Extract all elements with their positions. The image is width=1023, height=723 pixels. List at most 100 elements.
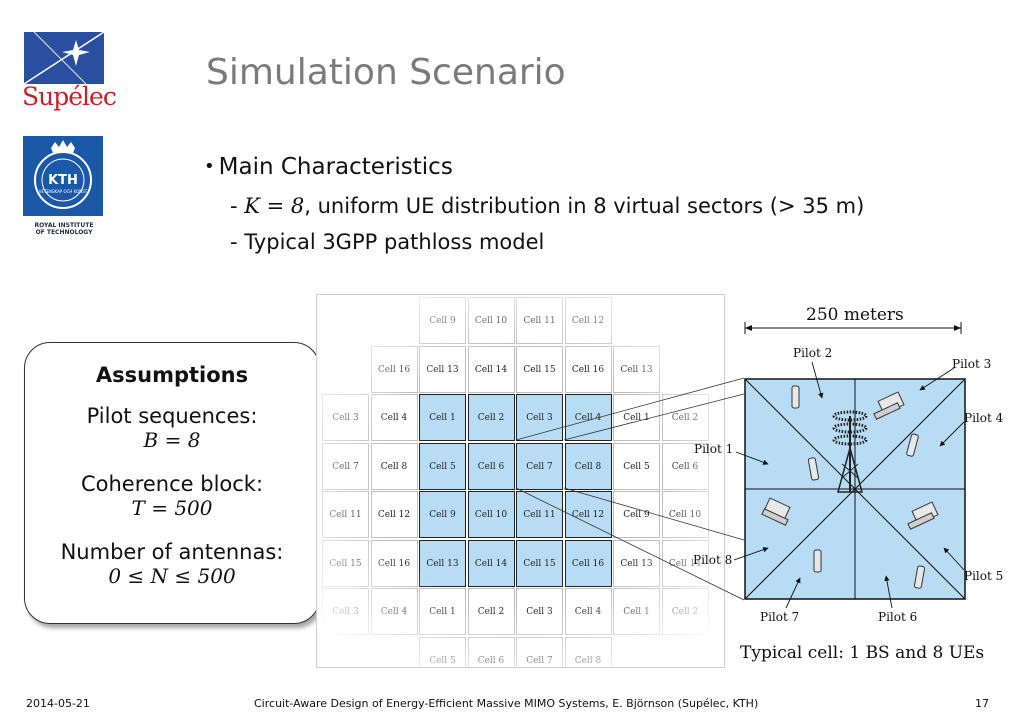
phone-icon: [807, 457, 820, 481]
grid-cell: Cell 7: [516, 636, 563, 667]
grid-cell: Cell 15: [516, 345, 563, 393]
phone-icon: [913, 565, 926, 589]
grid-cell: Cell 8: [564, 442, 612, 490]
supelec-wordmark: Supélec: [22, 82, 117, 111]
assumptions-title: Assumptions: [95, 363, 249, 387]
grid-cell: Cell 5: [419, 636, 466, 667]
grid-cell: Cell 4: [370, 394, 418, 441]
grid-cell: Cell 13: [419, 345, 466, 393]
pilot-4-label: Pilot 4: [964, 411, 1004, 425]
kth-logo: KTH VETENSKAP OCH KONST ROYAL INSTITUTE …: [22, 136, 106, 238]
grid-cell: Cell 2: [467, 588, 515, 635]
grid-cell: Cell 4: [564, 394, 612, 441]
grid-cell: Cell 13: [613, 539, 660, 587]
sub1-math: K = 8: [244, 194, 305, 218]
kth-emblem: KTH VETENSKAP OCH KONST: [23, 136, 103, 216]
grid-cell: Cell 3: [516, 394, 563, 441]
grid-cell: Cell 12: [370, 491, 418, 538]
kth-motto: VETENSKAP OCH KONST: [39, 189, 88, 194]
kth-caption: ROYAL INSTITUTE OF TECHNOLOGY: [22, 222, 106, 236]
grid-cell: Cell 7: [322, 442, 369, 490]
grid-cell: Cell 10: [467, 297, 515, 344]
grid-cell: Cell 9: [419, 297, 466, 344]
grid-cell: Cell 10: [467, 491, 515, 538]
pilot-1-label: Pilot 1: [694, 442, 734, 456]
grid-cell: Cell 11: [322, 491, 369, 538]
grid-cell: Cell 8: [564, 636, 612, 667]
sub1-prefix: -: [230, 194, 245, 218]
antennas-value: 0 ≤ N ≤ 500: [108, 564, 236, 588]
antennas-label: Number of antennas:: [60, 540, 284, 564]
footer-date: 2014-05-21: [26, 697, 90, 710]
grid-cell: Cell 15: [516, 539, 563, 587]
laptop-icon: [873, 391, 905, 420]
grid-cell: Cell 13: [613, 345, 660, 393]
supelec-star-emblem: [24, 32, 104, 84]
grid-cell: Cell 7: [516, 442, 563, 490]
grid-cell: Cell 6: [467, 442, 515, 490]
grid-cell: Cell 16: [370, 539, 418, 587]
grid-cell: Cell 5: [613, 442, 660, 490]
grid-cell: Cell 1: [613, 588, 660, 635]
figure-caption: Typical cell: 1 BS and 8 UEs: [740, 643, 985, 663]
grid-cell: Cell 3: [322, 588, 369, 635]
kth-caption-line1: ROYAL INSTITUTE: [34, 222, 94, 229]
grid-cell: Cell 16: [370, 345, 418, 393]
phone-icon: [906, 433, 919, 457]
pilot-5-label: Pilot 5: [964, 569, 1004, 583]
phone-icon: [813, 549, 822, 573]
bullet-main: •Main Characteristics: [204, 154, 453, 180]
coherence-value: T = 500: [131, 496, 213, 520]
laptop-icon: [761, 497, 791, 526]
grid-cell: Cell 3: [322, 394, 369, 441]
grid-cell: Cell 14: [467, 539, 515, 587]
grid-cell: Cell 1: [419, 394, 466, 441]
coherence-label: Coherence block:: [80, 472, 264, 496]
typical-cell-diagram: [744, 378, 966, 600]
base-station-icon: [832, 410, 868, 493]
grid-cell: Cell 9: [419, 491, 466, 538]
grid-cell: Cell 10: [661, 491, 709, 538]
bullet-dot: •: [204, 156, 215, 177]
grid-cell: Cell 9: [613, 491, 660, 538]
grid-cell: Cell 4: [564, 588, 612, 635]
laptop-icon: [907, 501, 939, 530]
grid-cell: Cell 1: [613, 394, 660, 441]
grid-cell: Cell 4: [370, 588, 418, 635]
sub1-rest: , uniform UE distribution in 8 virtual s…: [304, 194, 865, 218]
grid-cell: Cell 15: [322, 539, 369, 587]
grid-cell: Cell 12: [564, 297, 612, 344]
footer-title: Circuit-Aware Design of Energy-Efficient…: [254, 697, 759, 710]
grid-cell: Cell 16: [564, 539, 612, 587]
grid-cell: Cell 6: [467, 636, 515, 667]
slide-title: Simulation Scenario: [206, 52, 566, 93]
grid-cell: Cell 12: [564, 491, 612, 538]
grid-cell: Cell 16: [564, 345, 612, 393]
grid-cell: Cell 13: [419, 539, 466, 587]
kth-letters: KTH: [48, 173, 78, 188]
grid-cell: Cell 11: [516, 491, 563, 538]
scale-label: 250 meters: [806, 305, 904, 325]
grid-cell: Cell 5: [419, 442, 466, 490]
sub-bullet-users: - K = 8, uniform UE distribution in 8 vi…: [230, 194, 864, 218]
grid-cell: Cell 2: [467, 394, 515, 441]
pilot-label: Pilot sequences:: [86, 404, 258, 428]
pilot-6-label: Pilot 6: [878, 610, 918, 624]
phone-icon: [791, 385, 800, 409]
assumptions-box: Assumptions Pilot sequences: B = 8 Coher…: [24, 342, 320, 624]
sub-bullet-pathloss: - Typical 3GPP pathloss model: [230, 230, 545, 254]
bullet-text: Main Characteristics: [218, 154, 453, 180]
grid-cell: Cell 1: [419, 588, 466, 635]
page-number: 17: [975, 697, 989, 710]
grid-cell: Cell 2: [661, 394, 709, 441]
pilot-2-label: Pilot 2: [793, 346, 833, 360]
pilot-8-label: Pilot 8: [693, 553, 733, 567]
pilot-3-label: Pilot 3: [952, 357, 992, 371]
supelec-logo: Supélec: [22, 32, 117, 118]
pilot-7-label: Pilot 7: [760, 610, 800, 624]
grid-cell: Cell 2: [661, 588, 709, 635]
grid-cell: Cell 3: [516, 588, 563, 635]
kth-caption-line2: OF TECHNOLOGY: [35, 229, 93, 236]
grid-cell: Cell 11: [516, 297, 563, 344]
